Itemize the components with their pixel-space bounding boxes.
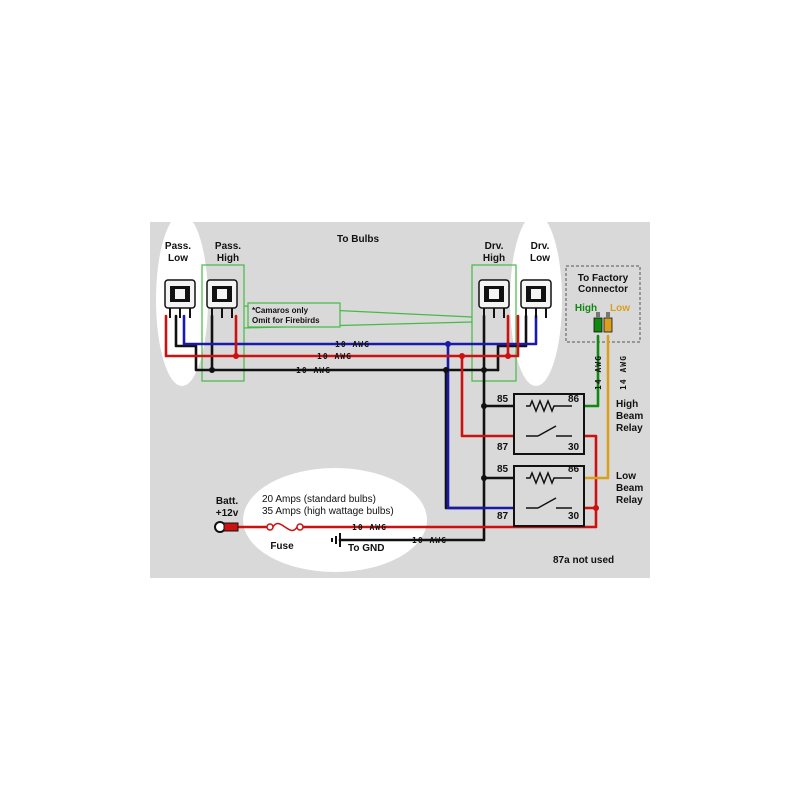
label-camaro-line2: Omit for Firebirds [252,316,320,325]
label-low-relay-line3: Relay [616,495,643,506]
wire-green-high-trigger [582,334,600,408]
junction-dot [593,505,599,511]
camaro-only-box-pass-high [201,264,245,382]
label-awg-red: 10 AWG [317,352,352,361]
factory-plug-high [593,312,603,333]
ground-symbol-icon [331,533,341,547]
label-high-relay-line1: High [616,399,638,410]
label-awg-black: 10 AWG [296,366,331,375]
low-beam-relay [513,465,585,527]
label-drv-low-line2: Low [530,253,550,264]
label-low-relay-line1: Low [616,471,636,482]
high-beam-relay [513,393,585,455]
label-drv-high-line1: Drv. [485,241,504,252]
junction-dot [481,475,487,481]
label-fuse: Fuse [270,541,294,552]
low-relay-pin-86: 86 [568,464,580,475]
label-87a-not-used: 87a not used [553,555,614,566]
label-low-relay-line2: Beam [616,483,643,494]
low-relay-pin-85: 85 [497,464,509,475]
junction-dot [209,367,215,373]
label-factory-high: High [575,303,597,314]
label-awg-fuse: 10 AWG [352,523,387,532]
junction-dot [459,353,465,359]
label-pass-high-line2: High [217,253,239,264]
label-pass-high-line1: Pass. [215,241,241,252]
connector-drv-low [520,279,552,318]
fuse-highlight [243,468,427,572]
label-awg-blue: 10 AWG [335,340,370,349]
label-awg-gnd: 10 AWG [412,536,447,545]
junction-dot [481,403,487,409]
high-relay-pin-85: 85 [497,394,509,405]
fuse-icon [266,522,304,532]
low-relay-pin-30: 30 [568,511,580,522]
junction-dot [233,353,239,359]
junction-dot [481,367,487,373]
wire-ground-pass-low [174,314,214,372]
connector-pass-low [164,279,196,318]
label-amps-high-wattage: 35 Amps (high wattage bulbs) [262,506,394,517]
label-pass-low-line1: Pass. [165,241,191,252]
junction-dots [209,341,599,511]
high-relay-pin-30: 30 [568,442,580,453]
high-relay-pin-86: 86 [568,394,580,405]
connector-pass-high [206,279,238,318]
camaro-only-box-drv-high [471,264,517,382]
label-high-relay-line3: Relay [616,423,643,434]
label-awg-14-orange: 14 AWG [619,355,628,390]
label-amps-standard: 20 Amps (standard bulbs) [262,494,376,505]
wire-red-power [234,434,598,529]
label-drv-low-line1: Drv. [531,241,550,252]
factory-connector-box [565,265,641,343]
label-to-gnd: To GND [348,543,384,554]
label-factory-line1: To Factory [578,273,629,284]
label-factory-low: Low [610,303,630,314]
label-high-relay-line2: Beam [616,411,643,422]
label-to-bulbs: To Bulbs [337,234,379,245]
camaro-note-box [247,302,341,328]
junction-dot [445,341,451,347]
battery-terminal-icon [214,521,239,533]
label-batt-line2: +12v [216,508,239,519]
label-drv-high-line2: High [483,253,505,264]
junction-dot [505,353,511,359]
junction-dot [443,367,449,373]
wire-orange-low-trigger [582,334,610,480]
label-camaro-line1: *Camaros only [252,306,309,315]
label-batt-line1: Batt. [216,496,238,507]
low-relay-pin-87: 87 [497,511,509,522]
connector-drv-high [478,279,510,318]
label-awg-14-green: 14 AWG [594,355,603,390]
high-relay-pin-87: 87 [497,442,509,453]
factory-plug-low [603,312,613,333]
label-factory-line2: Connector [578,284,628,295]
label-pass-low-line2: Low [168,253,188,264]
wire-ground-drv-low [496,314,528,372]
